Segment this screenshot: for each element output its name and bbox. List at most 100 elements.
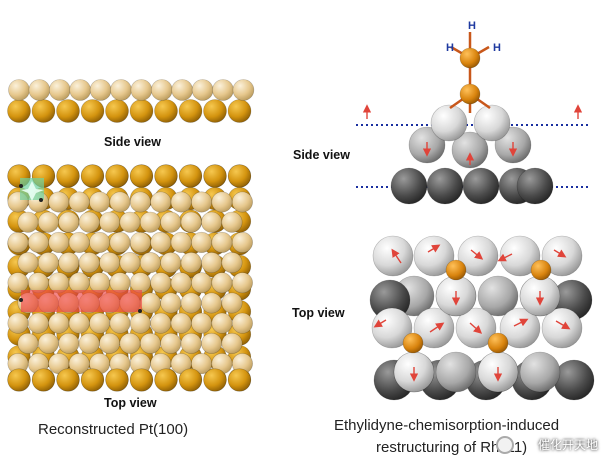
pt-atom-light — [160, 332, 182, 354]
pt-atom-light — [211, 191, 233, 213]
rh-atom-grey — [435, 351, 477, 393]
carbon-atom — [445, 259, 467, 281]
pt-atom-light — [221, 252, 243, 274]
carbon-atom — [459, 47, 481, 69]
pt-atom-light — [231, 272, 253, 294]
pt-atom-light — [27, 231, 49, 253]
pt-atom-light — [99, 332, 121, 354]
sparkle-icon — [21, 181, 44, 201]
watermark-logo-icon — [496, 436, 514, 454]
pt-atom-light — [89, 312, 111, 334]
rh-atom-light — [413, 307, 455, 349]
pt-atom-gold — [227, 368, 252, 392]
pt-atom-light — [109, 312, 131, 334]
rh-atom-light — [430, 104, 468, 142]
pt-atom-light — [7, 272, 29, 294]
pt-atom-light — [28, 79, 51, 101]
pt-atom-light — [37, 252, 59, 274]
rh-atom-light — [413, 235, 455, 277]
pt-atom-light — [191, 79, 214, 101]
rh-atom-light — [499, 307, 541, 349]
ethylidyne-molecule: H H H — [446, 20, 501, 113]
pt-atom-light — [170, 191, 192, 213]
pt-atom-light — [221, 332, 243, 354]
pt-atom-light — [119, 211, 141, 233]
pt-atom-gold — [31, 99, 56, 123]
pt-atom-light — [17, 211, 39, 233]
pt-atom-light — [221, 211, 243, 233]
pt-atom-gold — [203, 99, 227, 123]
pt-atom-light — [129, 191, 151, 213]
pt-atom-gold — [56, 99, 80, 123]
pt-atom-gold — [129, 99, 154, 123]
hydrogen-label: H — [493, 42, 501, 54]
pt-atom-light — [89, 191, 111, 213]
pt-atom-light — [78, 332, 100, 354]
pt-atom-gold — [80, 99, 105, 123]
pt-atom-light — [201, 292, 223, 314]
pt-atom-gold — [227, 164, 252, 188]
pt-atom-light — [212, 79, 234, 101]
pt-atom-light — [139, 292, 161, 314]
carbon-atom — [487, 332, 509, 354]
pt-atom-gold — [203, 368, 227, 392]
pt-atom-light — [129, 312, 151, 334]
pt-atom-light — [48, 79, 71, 101]
pt-atom-gold — [105, 99, 129, 123]
pt-atom-light — [160, 252, 182, 274]
pt-atom-light — [58, 211, 80, 233]
pt-atom-gold — [80, 368, 105, 392]
pt-atom-light — [211, 272, 233, 294]
pt-atom-gold — [154, 164, 178, 188]
displacement-arrow — [391, 248, 402, 264]
pt-atom-light — [150, 312, 172, 334]
displacement-arrow — [555, 320, 571, 330]
rh-atom-dark — [516, 167, 554, 205]
rh-atom-dark — [390, 167, 428, 205]
pt-atom-light — [211, 312, 233, 334]
pt-atom-light — [109, 272, 131, 294]
pt-atom-light — [191, 312, 213, 334]
hydrogen-label: H — [468, 20, 476, 32]
corner-marker — [138, 309, 142, 313]
pt-atom-light — [180, 252, 202, 274]
rh-atom-dark — [426, 167, 464, 205]
pt-atom-gold — [105, 368, 129, 392]
pt-atom-light — [37, 211, 59, 233]
rh-atom-light — [473, 104, 511, 142]
carbon-atom — [402, 332, 424, 354]
pt-atom-light — [68, 231, 90, 253]
pt-atom-light — [109, 231, 131, 253]
right-caption-line2: restructuring of Rh111) — [376, 439, 528, 456]
pt-atom-light — [191, 272, 213, 294]
pt-atom-light — [69, 79, 91, 101]
right-caption-line1: Ethylidyne-chemisorption-induced — [334, 417, 560, 434]
pt-atom-gold — [178, 99, 203, 123]
pt-atom-light — [78, 252, 100, 274]
rh-atom-light — [372, 235, 414, 277]
pt-atom-light — [160, 211, 182, 233]
rh-atom-grey — [477, 275, 519, 317]
pt-atom-gold — [129, 164, 154, 188]
displacement-arrow — [513, 318, 529, 327]
pt-atom-light — [89, 231, 111, 253]
rh-atom-grey — [451, 131, 489, 169]
pt-atom-light — [48, 191, 70, 213]
pt-atom-gold — [80, 164, 105, 188]
corner-marker — [39, 198, 43, 202]
pt-atom-gold — [7, 368, 31, 392]
pt-atom-light — [17, 332, 39, 354]
pt-atom-light — [201, 332, 223, 354]
pt-atom-light — [231, 231, 253, 253]
rh-top-view-slab — [369, 235, 595, 401]
pt-atom-light — [201, 252, 223, 274]
pt-atom-light — [110, 79, 132, 101]
rh-atom-light — [371, 307, 413, 349]
hydrogen-label: H — [446, 42, 454, 54]
pt-atom-gold — [178, 368, 203, 392]
pt-atom-light — [37, 332, 59, 354]
pt-atom-light — [180, 211, 202, 233]
pt-atom-light — [180, 292, 202, 314]
rh-atom-dark — [462, 167, 500, 205]
